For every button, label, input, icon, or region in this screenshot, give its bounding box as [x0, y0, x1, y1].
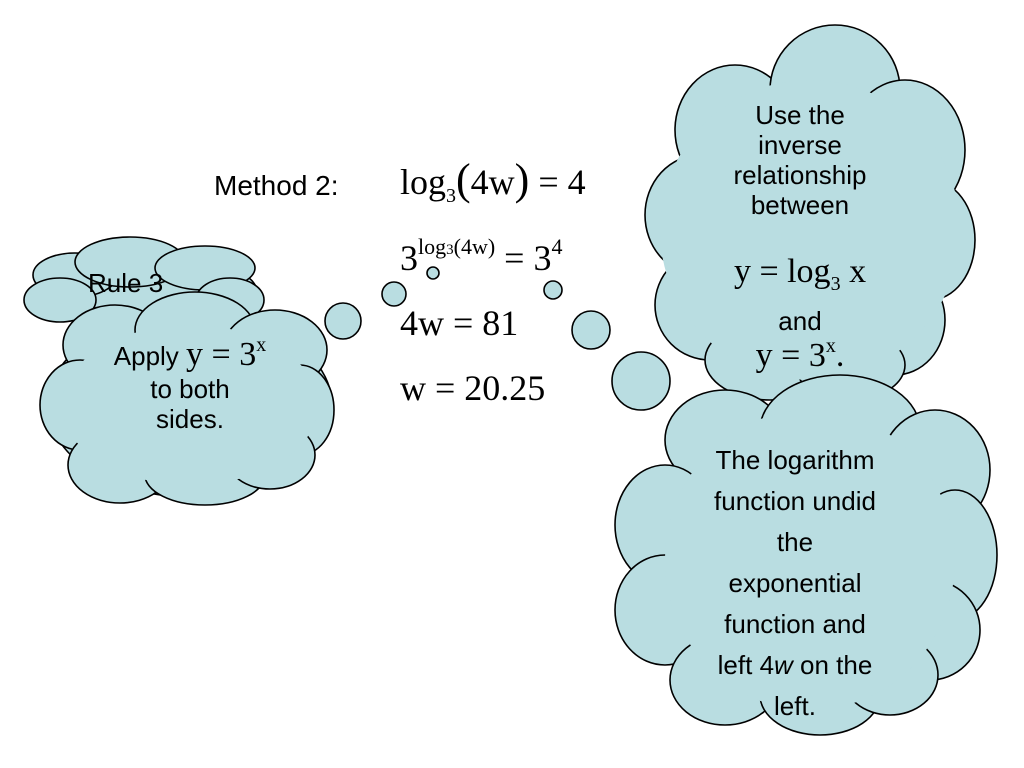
log-text: log — [400, 162, 447, 202]
log-argument: 4w — [470, 162, 515, 202]
log-line-6-post: on the — [792, 650, 873, 680]
step2-rhs: = 3 — [504, 238, 552, 278]
apply-eq-exp: x — [256, 334, 267, 356]
step2-exp-arg: (4w) — [453, 234, 496, 259]
inverse-eq1-base: 3 — [830, 273, 841, 295]
inverse-line-4: between — [750, 190, 850, 220]
apply-word: Apply — [113, 341, 179, 371]
log-cloud-text: The logarithm function undid the exponen… — [680, 440, 910, 727]
equation-step-2: 3log3(4w) = 34 — [400, 234, 562, 286]
equation-step-1: log3(4w) = 4 — [400, 158, 586, 208]
apply-eq-base: y = 3 — [186, 336, 257, 373]
thought-bubble-medium-left — [381, 281, 407, 307]
apply-equation: y = 3x — [186, 334, 267, 373]
log-cloud-shape — [614, 374, 998, 736]
step2-exp-log: log — [418, 234, 447, 259]
log-line-1: The logarithm — [715, 445, 875, 475]
inverse-cloud-text: Use the inverse relationship between — [690, 100, 910, 220]
thought-bubble-large-right — [611, 351, 671, 411]
step2-base: 3 — [400, 238, 418, 278]
apply-cloud-text: Apply y = 3x to both sides. — [70, 334, 310, 434]
log-line-7: left. — [774, 691, 816, 721]
log-line-4: exponential — [728, 568, 862, 598]
thought-bubble-small-left — [426, 266, 440, 280]
inverse-cloud-shape — [644, 24, 976, 401]
equation-step-3: 4w = 81 — [400, 303, 519, 343]
inverse-line-3: relationship — [733, 160, 867, 190]
log-base: 3 — [446, 185, 457, 207]
apply-line-3: sides. — [156, 404, 224, 434]
log-line-6-pre: left 4 — [717, 650, 775, 680]
log-line-5: function and — [724, 609, 866, 639]
apply-cloud-shape — [39, 291, 335, 506]
inverse-eq1-var: x — [849, 253, 867, 290]
step2-exp-base: 3 — [446, 242, 454, 258]
thought-bubble-medium-right — [571, 310, 611, 350]
rule-label: Rule 3 — [88, 268, 164, 298]
step2-exponent: log3(4w) — [418, 234, 495, 259]
log-line-6: left 4w on the — [680, 645, 910, 686]
equation-step-4: w = 20.25 — [400, 368, 546, 408]
method-label: Method 2: — [214, 170, 339, 201]
log-line-3: the — [776, 527, 814, 557]
thought-bubble-large-left — [324, 302, 362, 340]
apply-line-1: Apply y = 3x — [70, 334, 310, 374]
inverse-eq2-exp: x — [825, 335, 836, 357]
inverse-and: and — [778, 306, 822, 336]
thought-bubble-small-right — [543, 280, 563, 300]
inverse-eq2-dot: . — [835, 337, 845, 374]
inverse-eq1-lhs: y = log — [733, 253, 831, 290]
apply-line-2: to both — [150, 374, 230, 404]
equals-four: = 4 — [538, 162, 586, 202]
inverse-equation-2: y = 3x. — [690, 335, 910, 380]
right-paren: ) — [514, 155, 530, 204]
inverse-line-2: inverse — [758, 130, 842, 160]
inverse-equation-1: y = log3 x — [690, 252, 910, 296]
left-paren: ( — [456, 155, 471, 204]
inverse-line-1: Use the — [755, 100, 845, 130]
step2-rhs-exp: 4 — [551, 234, 563, 259]
log-line-6-var: w — [774, 650, 793, 680]
inverse-eq2-lhs: y = 3 — [755, 337, 826, 374]
log-line-2: function undid — [714, 486, 876, 516]
